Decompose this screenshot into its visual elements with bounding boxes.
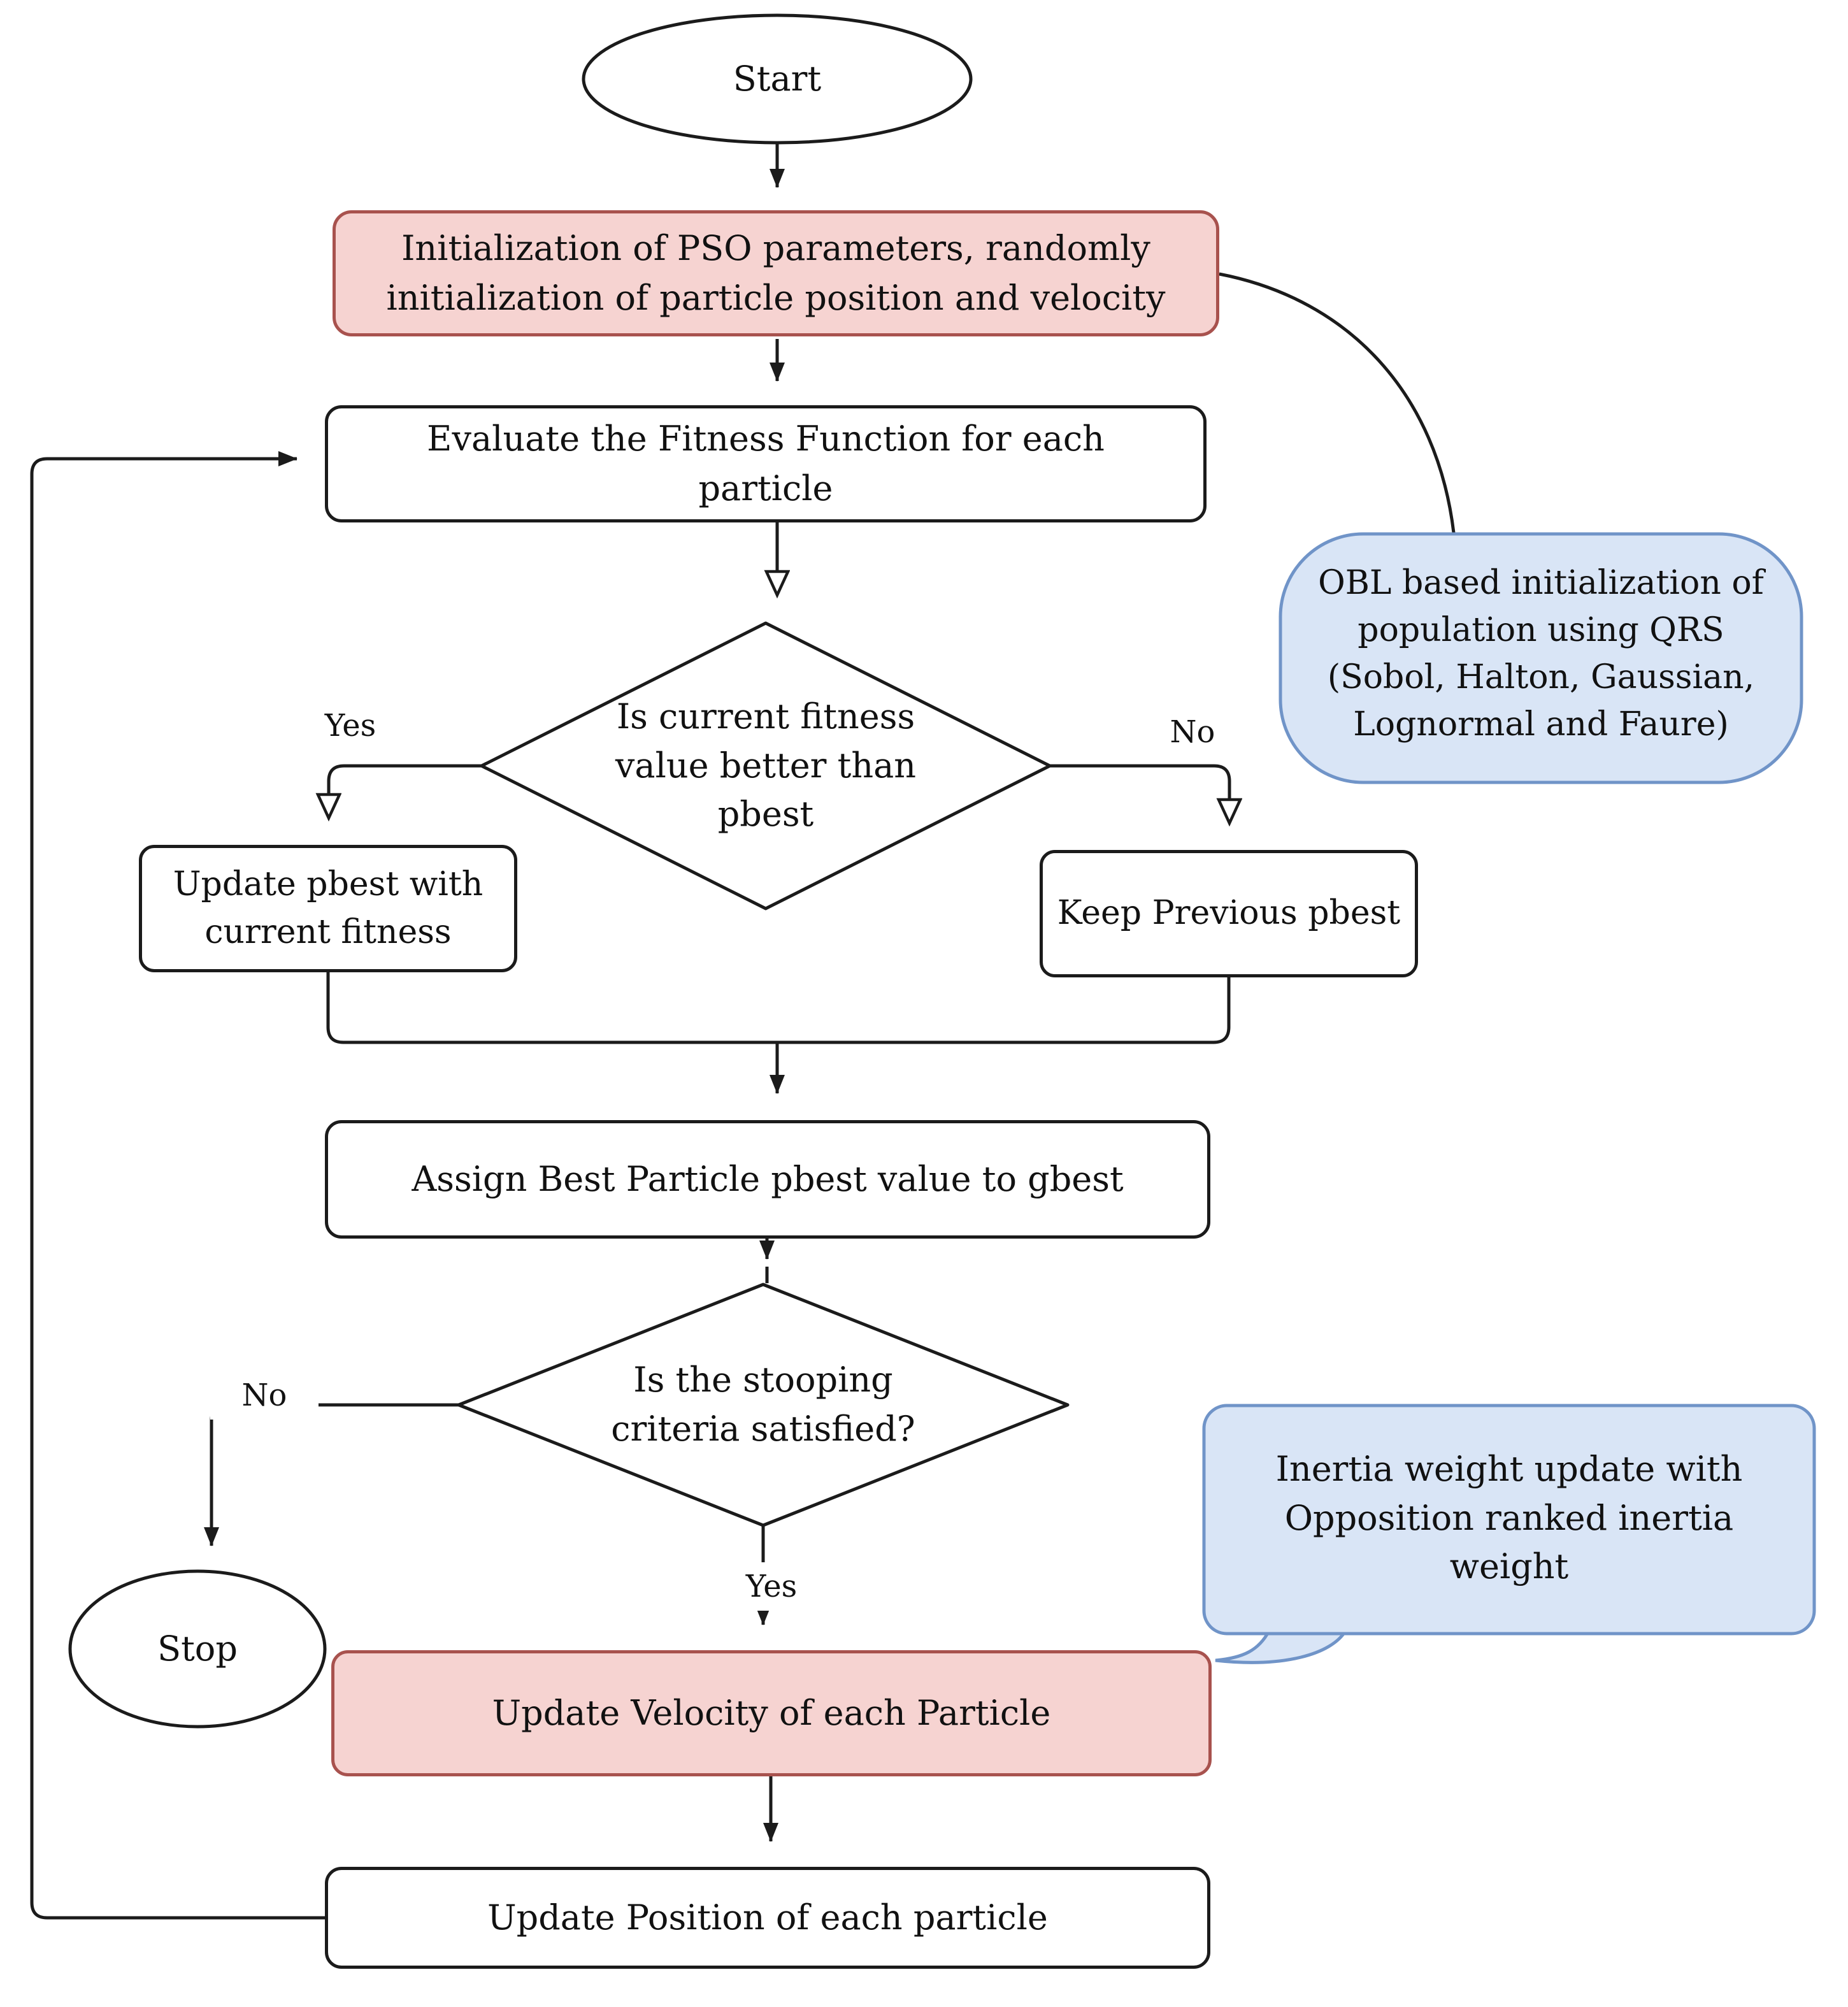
evaluate-label: Evaluate the Fitness Function for each p… — [427, 418, 1105, 508]
fitness-decision-label: Is current fitness value better than pbe… — [615, 696, 917, 835]
stopping-no-label: No — [210, 1371, 319, 1420]
stopping-decision-label-box: Is the stooping criteria satisfied? — [578, 1334, 948, 1476]
stopping-yes-text: Yes — [745, 1568, 798, 1604]
edge-init-to-obl-callout — [1219, 272, 1456, 533]
evaluate-node: Evaluate the Fitness Function for each p… — [325, 405, 1207, 522]
stop-label-box: Stop — [70, 1571, 325, 1727]
edge-loopback-position-to-evaluate — [30, 451, 325, 1920]
start-label: Start — [733, 58, 822, 99]
stopping-decision-diamond — [457, 1283, 1070, 1527]
edge-merge-right — [777, 977, 1231, 1044]
init-node: Initialization of PSO parameters, random… — [333, 210, 1219, 336]
update-position-node: Update Position of each particle — [325, 1867, 1210, 1969]
fitness-no-text: No — [1170, 714, 1215, 750]
fitness-no-label: No — [1122, 711, 1263, 753]
fitness-decision-label-box: Is current fitness value better than pbe… — [568, 694, 963, 837]
assign-gbest-node: Assign Best Particle pbest value to gbes… — [325, 1120, 1210, 1239]
inertia-callout-label-box: Inertia weight update with Opposition ra… — [1223, 1420, 1795, 1617]
edge-fitness-no-to-keep-pbest — [1050, 764, 1229, 823]
stop-label: Stop — [157, 1628, 238, 1669]
stopping-no-text: No — [241, 1377, 287, 1413]
obl-callout-label-box: OBL based initialization of population u… — [1300, 549, 1782, 759]
update-velocity-label: Update Velocity of each Particle — [492, 1692, 1051, 1733]
update-pbest-label: Update pbest with current fitness — [173, 865, 483, 951]
update-velocity-node: Update Velocity of each Particle — [331, 1650, 1212, 1776]
inertia-callout-bubble — [1202, 1404, 1816, 1636]
start-terminator — [582, 13, 973, 145]
edge-fitness-yes-to-update-pbest — [329, 764, 482, 818]
stopping-yes-label: Yes — [717, 1562, 826, 1611]
obl-callout-label: OBL based initialization of population u… — [1318, 564, 1764, 744]
init-label: Initialization of PSO parameters, random… — [386, 227, 1166, 318]
fitness-yes-label: Yes — [280, 705, 420, 747]
inertia-callout-tail — [1215, 1629, 1349, 1664]
update-position-label: Update Position of each particle — [487, 1897, 1048, 1938]
obl-callout-bubble — [1279, 532, 1803, 784]
keep-pbest-label: Keep Previous pbest — [1057, 894, 1401, 933]
keep-pbest-node: Keep Previous pbest — [1040, 850, 1418, 977]
fitness-yes-text: Yes — [324, 707, 376, 744]
fitness-decision-diamond — [480, 621, 1052, 910]
stopping-decision-label: Is the stooping criteria satisfied? — [611, 1360, 915, 1449]
edge-stopping-no-to-stop — [204, 1403, 459, 1546]
stop-terminator — [68, 1569, 327, 1729]
start-label-box: Start — [584, 15, 971, 143]
edge-merge-left — [326, 972, 777, 1044]
inertia-callout-label: Inertia weight update with Opposition ra… — [1275, 1448, 1743, 1587]
update-pbest-node: Update pbest with current fitness — [139, 845, 517, 972]
assign-gbest-label: Assign Best Particle pbest value to gbes… — [412, 1158, 1124, 1199]
